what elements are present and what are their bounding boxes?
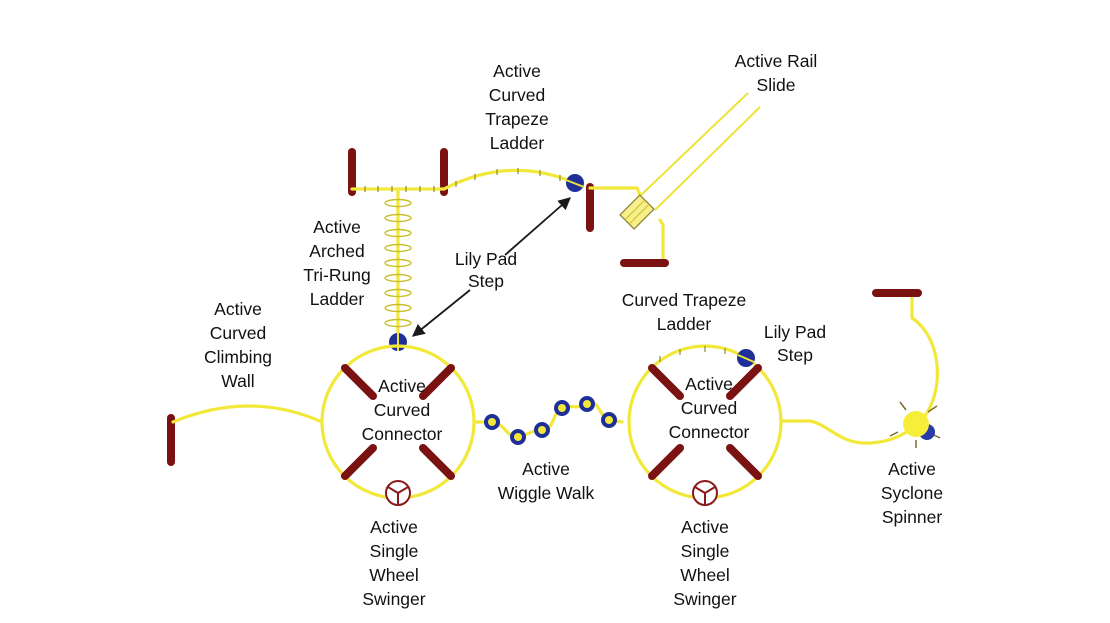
curved-climbing-wall xyxy=(167,404,324,466)
ladder-rung xyxy=(384,318,412,328)
lily-pad-step-left xyxy=(389,333,407,351)
wiggle-pad xyxy=(601,412,617,428)
ladder-rung xyxy=(384,213,412,223)
curved-trapeze-ladder-top xyxy=(442,168,577,191)
slide-rail-1 xyxy=(639,92,749,197)
slide-rail-2 xyxy=(654,106,761,211)
lily-pad-arrow-down xyxy=(412,289,471,337)
crossbar-ticks xyxy=(364,186,435,192)
wiggle-pad xyxy=(484,414,500,430)
syclone-spinner xyxy=(889,401,941,448)
lily-pad-step-right xyxy=(737,349,755,367)
lily-pad-step-top xyxy=(565,174,585,192)
wiggle-walk xyxy=(472,396,624,445)
ladder-rung xyxy=(384,258,412,268)
slide-platform xyxy=(619,194,655,230)
ladder-rung xyxy=(384,288,412,298)
arched-tri-rung-ladder xyxy=(384,189,412,342)
wiggle-pad xyxy=(534,422,550,438)
curved-connector-left xyxy=(320,344,476,500)
wiggle-pad xyxy=(510,429,526,445)
wiggle-pad xyxy=(554,400,570,416)
ladder-rung xyxy=(384,198,412,208)
wiggle-pad xyxy=(579,396,595,412)
ladder-rung xyxy=(384,273,412,283)
lily-pad-arrow-up xyxy=(504,197,571,256)
ladder-rungs xyxy=(384,198,412,328)
ladder-rung xyxy=(384,303,412,313)
top-deck-frame xyxy=(348,148,448,196)
ladder-rung xyxy=(384,243,412,253)
wheel-swinger-right xyxy=(692,480,718,506)
wheel-swinger-left xyxy=(385,480,411,506)
curved-trapeze-ladder-right xyxy=(659,346,726,362)
rail-slide xyxy=(588,92,761,267)
ladder-rung xyxy=(384,228,412,238)
